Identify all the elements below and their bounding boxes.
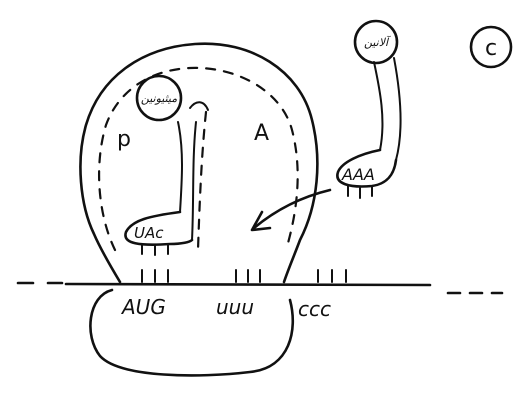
codon-label-1: AUG: [120, 295, 166, 319]
incoming-amino-acid-label: آلانين: [364, 35, 392, 49]
codon-label-3: ccc: [298, 297, 331, 321]
codon-label-2: uuu: [216, 295, 254, 319]
site-divider: [198, 112, 206, 250]
a-site-label: A: [254, 121, 269, 146]
incoming-anticodon-label: AAA: [341, 165, 375, 184]
p-site-anticodon-label: UAc: [134, 224, 164, 242]
p-site-label: p: [117, 127, 131, 152]
small-ribosomal-subunit: [90, 290, 292, 375]
panel-label: c: [485, 36, 497, 61]
site-divider-top: [190, 102, 208, 110]
p-site-amino-acid-label: ميثيونين: [141, 92, 177, 105]
codon-ticks: [142, 270, 346, 282]
mrna-strand: [18, 283, 502, 293]
